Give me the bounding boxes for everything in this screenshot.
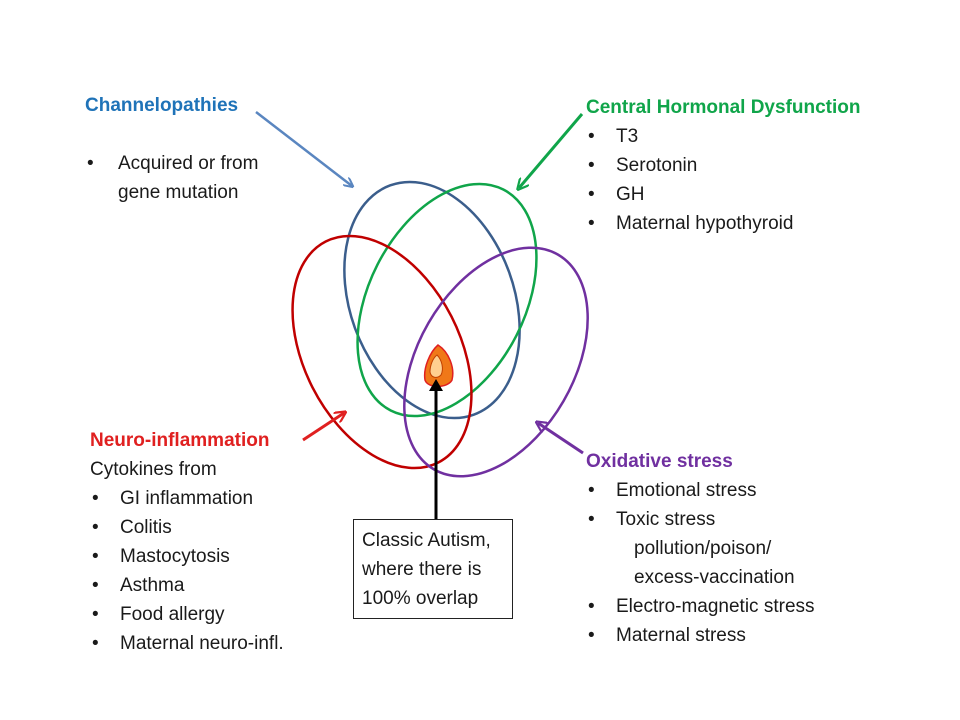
central-hormonal-arrow xyxy=(519,113,584,188)
list-item: Maternal stress xyxy=(586,621,815,650)
list-item: Colitis xyxy=(90,513,284,542)
list-item: Mastocytosis xyxy=(90,542,284,571)
sub-item: excess-vaccination xyxy=(634,567,795,588)
oxidative-stress-list: Emotional stress Toxic stress xyxy=(586,476,815,534)
central-hormonal-ellipse xyxy=(356,182,538,418)
center-overlap-marker xyxy=(423,344,454,388)
callout-line: where there is xyxy=(362,559,482,580)
list-item: Serotonin xyxy=(586,151,860,180)
sub-item: pollution/poison/ xyxy=(634,538,772,559)
list-item-continuation: gene mutation xyxy=(118,182,239,203)
neuro-inflammation-ellipse xyxy=(291,234,473,470)
callout-line: 100% overlap xyxy=(362,588,479,609)
neuro-inflammation-subtitle: Cytokines from xyxy=(90,459,217,480)
channelopathies-list: Acquired or from xyxy=(85,149,258,178)
list-item: Electro-magnetic stress xyxy=(586,592,815,621)
list-item: GI inflammation xyxy=(90,484,284,513)
list-item: GH xyxy=(586,180,860,209)
list-item: Food allergy xyxy=(90,600,284,629)
central-hormonal-list: T3 Serotonin GH Maternal hypothyroid xyxy=(586,122,860,238)
list-item: Emotional stress xyxy=(586,476,815,505)
channelopathies-ellipse xyxy=(343,180,521,420)
oxidative-stress-ellipse xyxy=(403,246,589,478)
list-item: Asthma xyxy=(90,571,284,600)
callout-line: Classic Autism, xyxy=(362,530,491,551)
central-hormonal-title: Central Hormonal Dysfunction xyxy=(586,97,861,118)
central-hormonal-block: Central Hormonal Dysfunction T3 Serotoni… xyxy=(586,93,860,238)
oxidative-stress-title: Oxidative stress xyxy=(586,451,733,472)
list-item: Toxic stress xyxy=(586,505,815,534)
neuro-inflammation-list: GI inflammation Colitis Mastocytosis Ast… xyxy=(90,484,284,658)
list-item: T3 xyxy=(586,122,860,151)
list-item: Maternal hypothyroid xyxy=(586,209,860,238)
list-item: Maternal neuro-infl. xyxy=(90,629,284,658)
oxidative-stress-arrow xyxy=(538,423,584,455)
neuro-inflammation-block: Neuro-inflammation Cytokines from GI inf… xyxy=(90,426,284,658)
oxidative-stress-list-continued: Electro-magnetic stress Maternal stress xyxy=(586,592,815,650)
classic-autism-callout: Classic Autism, where there is 100% over… xyxy=(353,519,513,619)
channelopathies-block: Channelopathies Acquired or from gene mu… xyxy=(85,91,258,207)
list-item: Acquired or from xyxy=(85,149,258,178)
neuro-inflammation-title: Neuro-inflammation xyxy=(90,430,270,451)
oxidative-stress-block: Oxidative stress Emotional stress Toxic … xyxy=(586,447,815,650)
channelopathies-arrow xyxy=(255,111,352,186)
neuro-inflammation-arrow xyxy=(302,413,344,442)
channelopathies-title: Channelopathies xyxy=(85,95,239,116)
